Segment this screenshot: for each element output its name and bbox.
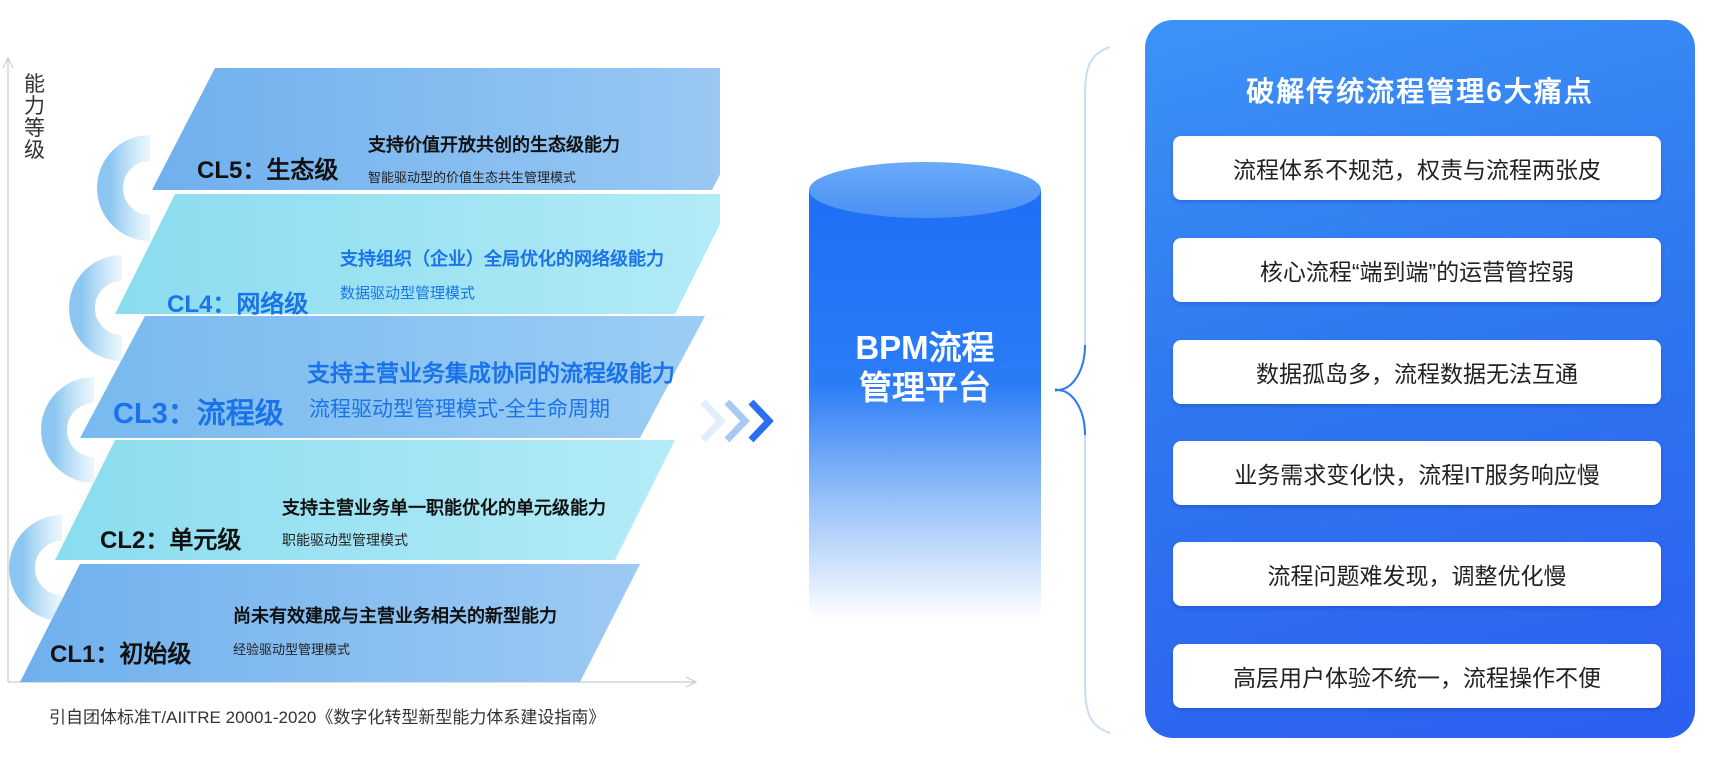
level-cl1-title: 尚未有效建成与主营业务相关的新型能力 bbox=[233, 606, 557, 626]
platform-title-line1: BPM流程 bbox=[855, 329, 995, 366]
capability-level-diagram bbox=[2, 56, 720, 688]
chevron-arrows-icon bbox=[700, 399, 774, 443]
platform-title-line2: 管理平台 bbox=[859, 369, 991, 406]
pain-point-item: 流程问题难发现，调整优化慢 bbox=[1173, 542, 1661, 606]
pain-point-item: 数据孤岛多，流程数据无法互通 bbox=[1173, 340, 1661, 404]
pain-points-title: 破解传统流程管理6大痛点 bbox=[1246, 76, 1594, 107]
level-cl5-name: CL5：生态级 bbox=[197, 157, 339, 184]
level-cl1-shape bbox=[20, 564, 640, 682]
level-cl2-title: 支持主营业务单一职能优化的单元级能力 bbox=[282, 498, 606, 518]
level-cl4-desc: 数据驱动型管理模式 bbox=[340, 285, 476, 302]
level-cl5-desc: 智能驱动型的价值生态共生管理模式 bbox=[368, 170, 577, 185]
bpm-platform-cylinder bbox=[809, 162, 1041, 620]
level-cl2-shape bbox=[55, 440, 675, 560]
level-cl3-title: 支持主营业务集成协同的流程级能力 bbox=[307, 360, 675, 386]
level-connector-arcs bbox=[9, 135, 151, 621]
level-cl3-desc: 流程驱动型管理模式-全生命周期 bbox=[309, 398, 610, 421]
level-cl2-name: CL2：单元级 bbox=[100, 527, 242, 554]
curly-brace-icon bbox=[1055, 46, 1111, 734]
pain-point-item: 高层用户体验不统一，流程操作不便 bbox=[1173, 644, 1661, 708]
platform-title: BPM流程 管理平台 bbox=[805, 328, 1045, 408]
pain-point-item: 业务需求变化快，流程IT服务响应慢 bbox=[1173, 441, 1661, 505]
source-note: 引自团体标准T/AIITRE 20001-2020《数字化转型新型能力体系建设指… bbox=[49, 708, 606, 727]
level-cl4-shape bbox=[115, 194, 720, 314]
pain-point-item: 流程体系不规范，权责与流程两张皮 bbox=[1173, 136, 1661, 200]
level-cl1-desc: 经验驱动型管理模式 bbox=[233, 642, 351, 657]
level-cl5-shape bbox=[152, 68, 720, 190]
level-cl3-shape bbox=[80, 316, 705, 438]
level-cl2-desc: 职能驱动型管理模式 bbox=[282, 532, 408, 548]
level-cl1-name: CL1：初始级 bbox=[50, 641, 192, 668]
pain-points-panel: 破解传统流程管理6大痛点 流程体系不规范，权责与流程两张皮 核心流程“端到端”的… bbox=[1145, 20, 1695, 738]
pain-point-item: 核心流程“端到端”的运营管控弱 bbox=[1173, 238, 1661, 302]
y-axis-label: 能力等级 bbox=[24, 73, 45, 162]
level-cl3-name: CL3：流程级 bbox=[113, 398, 284, 430]
level-cl4-title: 支持组织（企业）全局优化的网络级能力 bbox=[340, 249, 664, 269]
level-cl5-title: 支持价值开放共创的生态级能力 bbox=[368, 135, 620, 155]
level-cl4-name: CL4：网络级 bbox=[167, 291, 309, 318]
